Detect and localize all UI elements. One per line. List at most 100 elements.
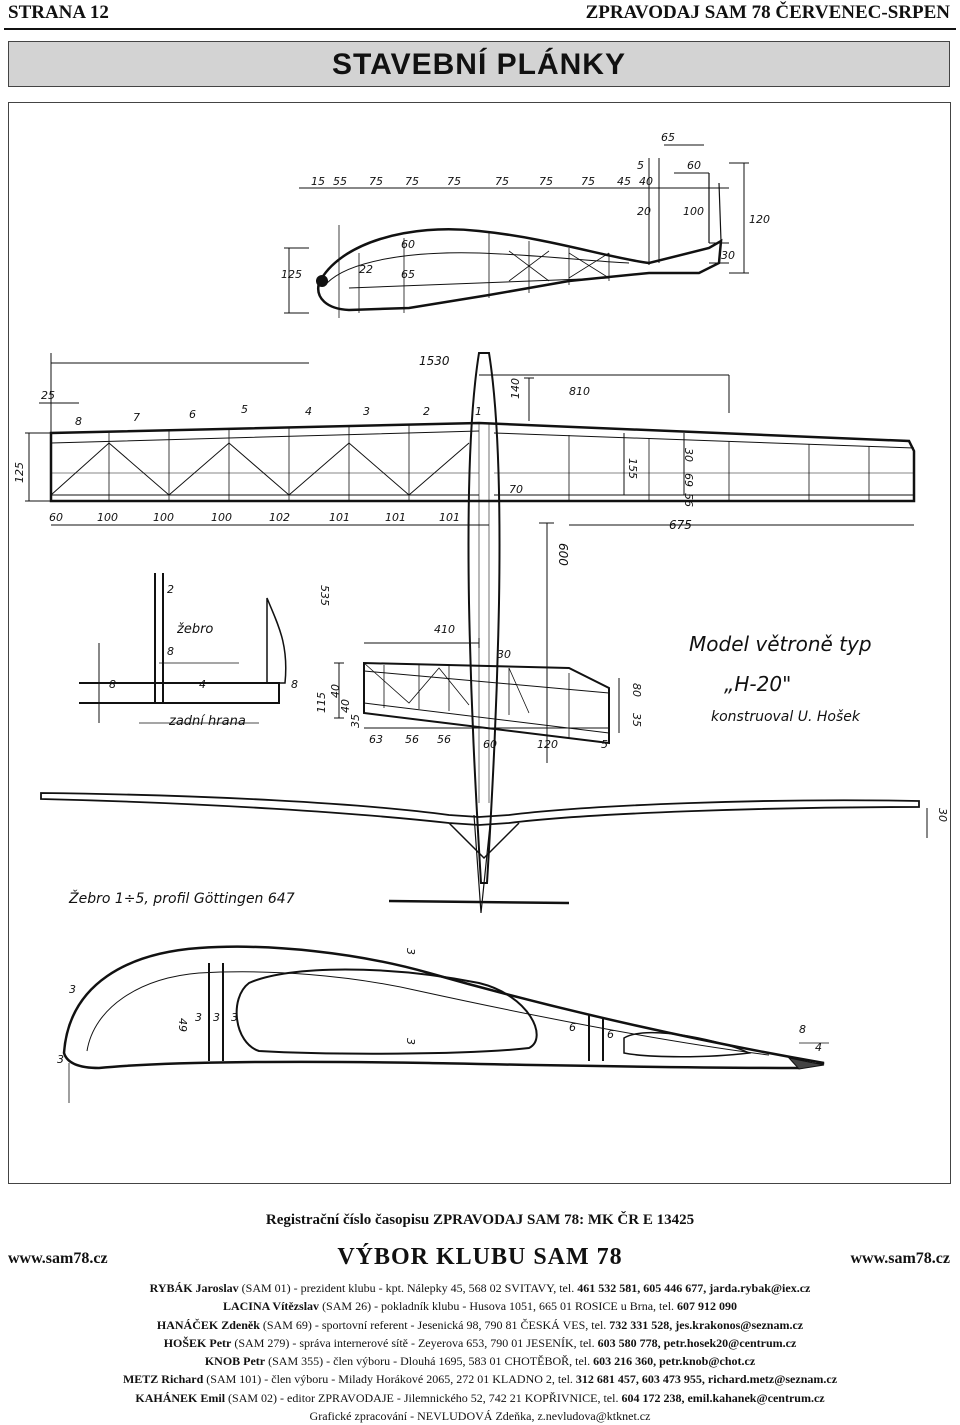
dim-label: 125 [13,462,26,483]
glider-plan-svg: 15 55 75 75 75 75 75 75 45 40 65 60 5 20… [13,131,949,1103]
dim-label: 101 [439,511,460,524]
dim-label: 15 [311,175,325,188]
member-role: (SAM 279) - správa internerové sítě - Ze… [234,1335,595,1350]
model-title-block: Model větroně typ „H-20" konstruoval U. … [689,632,872,725]
member-contact: 603 580 778, petr.hosek20@centrum.cz [597,1335,797,1350]
dim-label: 69 [682,473,695,487]
fuselage-dimensions: 15 55 75 75 75 75 75 75 45 40 65 60 5 20… [281,131,770,281]
member-contact: 732 331 528, jes.krakonos@seznam.cz [609,1317,804,1332]
dim-label: 115 [315,692,328,713]
dim-label: 55 [333,175,347,188]
member-name: KAHÁNEK Emil [135,1390,226,1405]
dim-label: 3 [363,405,370,418]
fuselage-side-view [284,144,749,318]
rib-caption: Žebro 1÷5, profil Göttingen 647 [68,889,295,907]
detail-rib-label: žebro [176,622,213,637]
registration-number: Registrační číslo časopisu ZPRAVODAJ SAM… [265,1212,695,1228]
wing-dimensions: 1530 140 810 25 125 8 7 6 5 4 3 2 1 60 1… [13,354,695,532]
dim-label: 75 [405,175,419,188]
dim-label: 22 [359,263,373,276]
member-name: RYBÁK Jaroslav [149,1281,239,1295]
member-role: (SAM 355) - člen výboru - Dlouhá 1695, 5… [268,1354,591,1369]
journal-title: ZPRAVODAJ SAM 78 ČERVENEC-SRPEN [585,2,950,23]
member-role: (SAM 101) - člen výboru - Milady Horákov… [206,1372,573,1387]
dim-label: 3 [213,1011,220,1024]
dim-label: 100 [97,511,118,524]
dim-label: 56 [437,733,451,746]
model-name: „H-20" [724,672,791,696]
header-rule [4,28,956,30]
dim-label: 3 [57,1053,64,1066]
fuselage-top-view [467,352,554,884]
stabiliser-dimensions: 410 30 115 40 40 35 63 56 56 60 120 5 80… [315,585,643,751]
committee-members: RYBÁK Jaroslav (SAM 01) - prezident klub… [0,1279,960,1425]
front-view [40,792,928,914]
dim-label: 5 [241,403,248,416]
member-name: METZ Richard [122,1372,204,1387]
dim-label: 8 [75,415,82,428]
member-role: (SAM 26) - pokladník klubu - Husova 1051… [322,1299,675,1314]
dim-label: 3 [404,948,417,955]
dim-label: 2 [167,583,174,596]
dim-label: 1 [475,405,482,418]
dim-label: 101 [385,511,406,524]
dim-label: 5 [637,159,644,172]
plan-drawing: 15 55 75 75 75 75 75 75 45 40 65 60 5 20… [8,102,951,1184]
dim-label: 101 [329,511,350,524]
dim-label: 60 [687,159,701,172]
dim-label: 56 [405,733,419,746]
dim-label: 2 [423,405,430,418]
dim-label: 535 [318,585,331,606]
dim-label: 65 [661,131,675,144]
committee-title: VÝBOR KLUBU SAM 78 [337,1244,623,1270]
website-link-right[interactable]: www.sam78.cz [850,1250,950,1267]
member-row: LACINA Vítězslav (SAM 26) - pokladník kl… [0,1297,960,1315]
designer-label: konstruoval U. Hošek [711,709,861,725]
dim-label: 40 [639,175,653,188]
website-link-left[interactable]: www.sam78.cz [8,1250,108,1267]
dim-label: 40 [339,699,352,713]
dim-label: 75 [369,175,383,188]
dim-label: 5 [601,738,608,751]
member-contact: 312 681 457, 603 473 955, richard.metz@s… [575,1372,838,1387]
member-row: RYBÁK Jaroslav (SAM 01) - prezident klub… [0,1279,960,1297]
dim-label: 56 [682,493,695,507]
section-title: STAVEBNÍ PLÁNKY [8,41,950,87]
dim-label: 25 [41,389,55,402]
page-header: STRANA 12 ZPRAVODAJ SAM 78 ČERVENEC-SRPE… [0,0,960,30]
dim-label: 6 [569,1021,576,1034]
trailing-edge-detail [79,573,287,724]
member-name: HOŠEK Petr [163,1335,232,1350]
dim-label: 60 [49,511,63,524]
dim-label: 65 [401,268,415,281]
dim-label: 125 [281,268,302,281]
dim-label: 4 [815,1041,822,1054]
rib-dimensions: 3 3 49 3 3 3 3 3 6 8 4 6 [57,948,822,1066]
dim-label: 45 [617,175,631,188]
dim-label: 155 [626,458,639,479]
page-number: STRANA 12 [8,2,109,23]
dim-label: 49 [176,1018,189,1032]
dim-label: 120 [537,738,558,751]
member-contact: 461 532 581, 605 446 677, jarda.rybak@ie… [577,1281,811,1295]
member-contact: 607 912 090 [677,1299,738,1314]
dim-label: 6 [607,1028,614,1041]
dim-label: 410 [434,623,455,636]
dim-label: 20 [637,205,651,218]
dim-label: 100 [211,511,232,524]
member-row: KNOB Petr (SAM 355) - člen výboru - Dlou… [0,1352,960,1370]
member-name: LACINA Vítězslav [222,1299,320,1314]
dim-label: 75 [447,175,461,188]
dim-label: 35 [349,714,362,728]
model-title: Model větroně typ [689,632,872,656]
dim-label: 675 [669,518,692,532]
dim-label: 1530 [419,354,450,368]
member-row: HANÁČEK Zdeněk (SAM 69) - sportovní refe… [0,1316,960,1334]
dim-label: 30 [682,448,695,462]
dim-label: 4 [305,405,312,418]
dim-label: 30 [721,249,735,262]
member-role: (SAM 69) - sportovní referent - Jesenick… [262,1317,607,1332]
dim-label: 8 [109,678,116,691]
dim-label: 63 [369,733,383,746]
dim-label: 60 [401,238,415,251]
